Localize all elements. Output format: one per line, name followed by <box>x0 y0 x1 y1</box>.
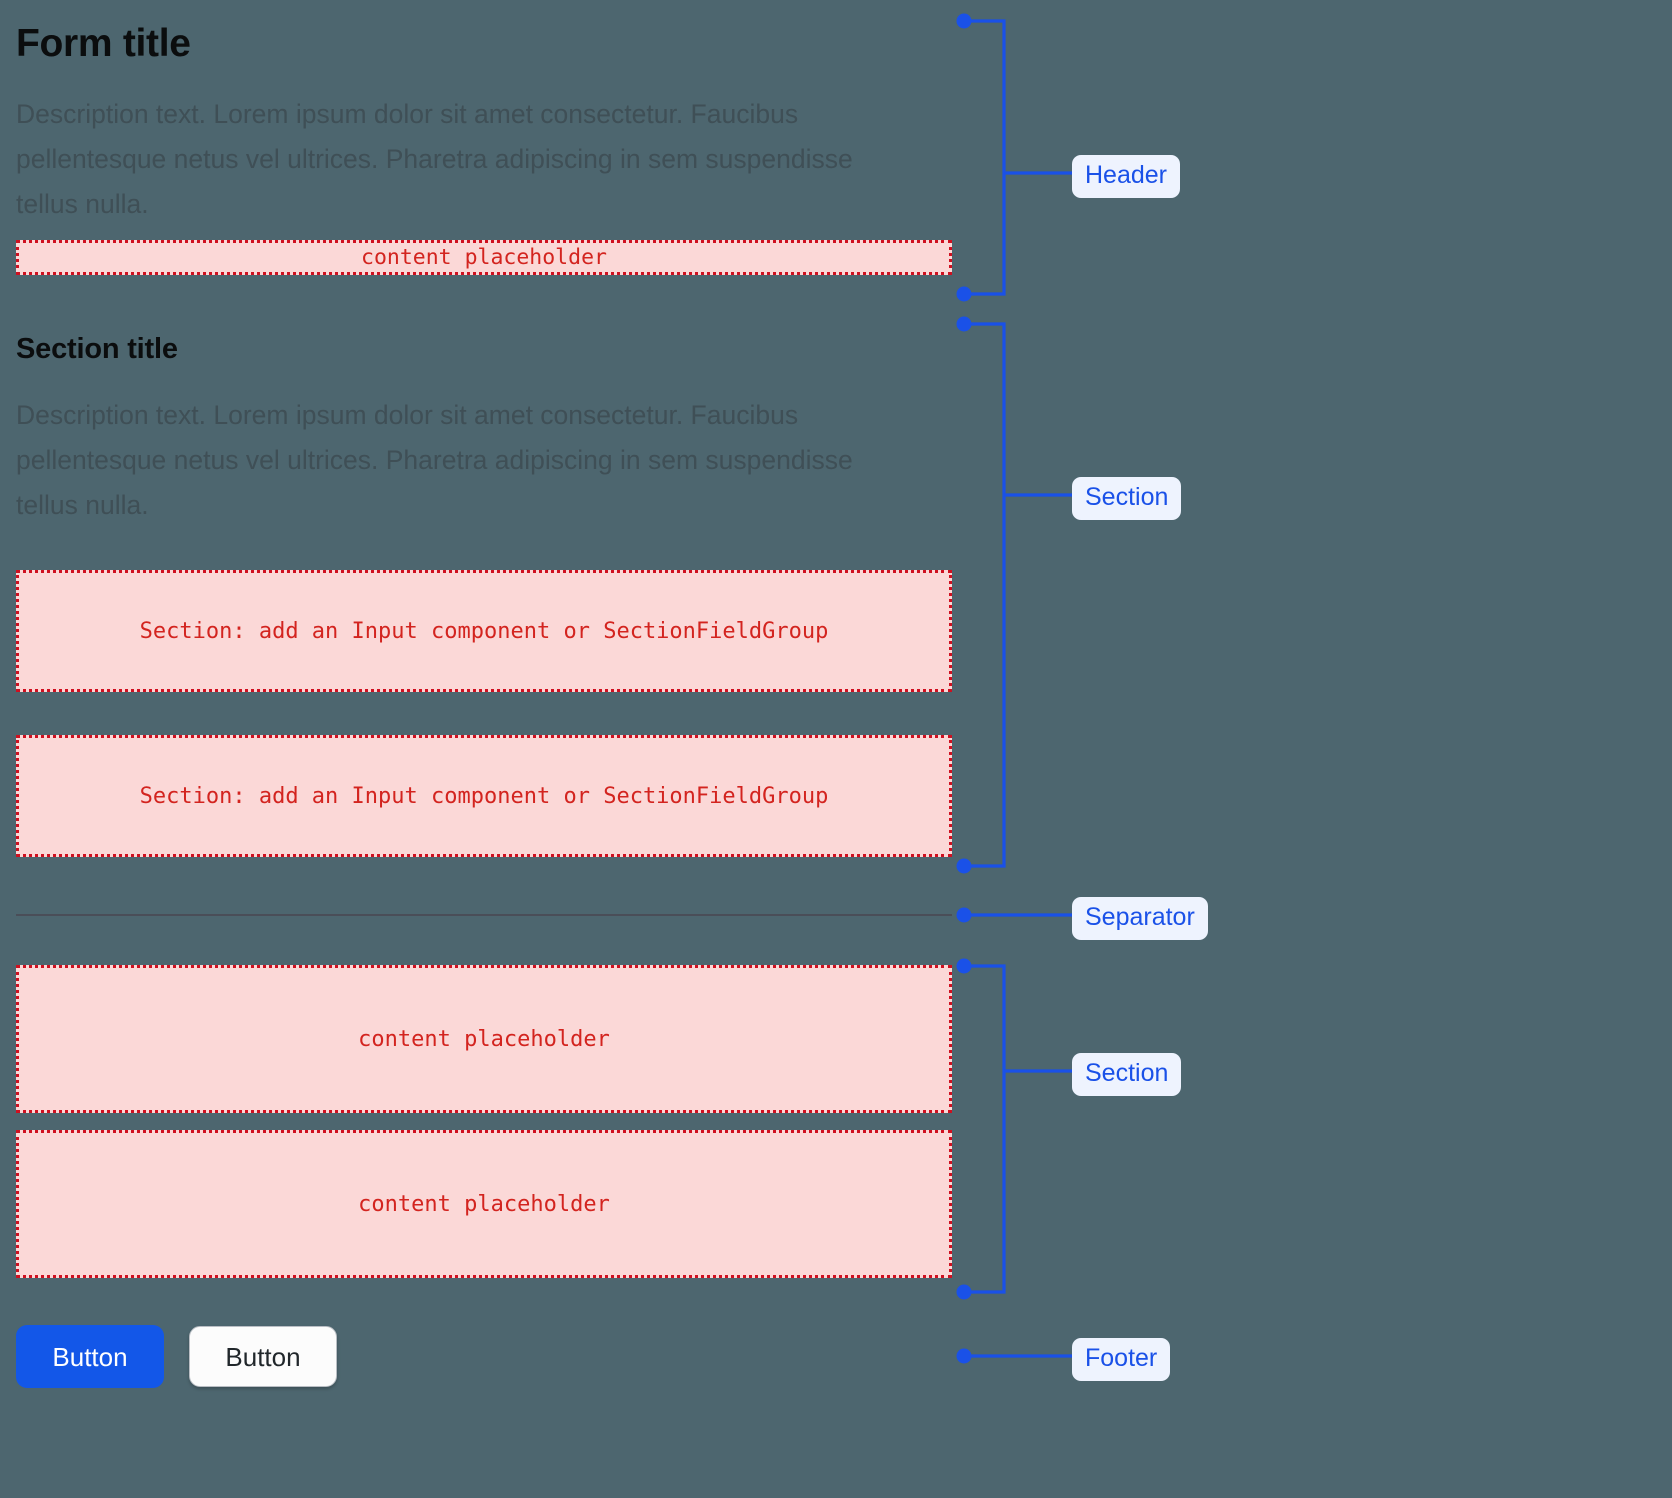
header-description: Description text. Lorem ipsum dolor sit … <box>16 99 853 219</box>
header-content-placeholder: content placeholder <box>16 240 952 275</box>
section-title: Section title <box>16 333 178 365</box>
section-bracket-dot-top <box>956 316 972 332</box>
annotation-badge-section-two[interactable]: Section <box>1072 1053 1182 1096</box>
section-two-content-placeholder-b: content placeholder <box>16 1130 952 1278</box>
footer-actions: Button Button <box>16 1325 337 1388</box>
section-two-content-placeholder-a: content placeholder <box>16 965 952 1113</box>
annotation-badge-section[interactable]: Section <box>1072 477 1182 520</box>
separator-dot <box>956 907 972 923</box>
section-bracket-dot-bottom <box>956 858 972 874</box>
annotation-badge-footer[interactable]: Footer <box>1072 1338 1171 1381</box>
section-field-placeholder-a: Section: add an Input component or Secti… <box>16 570 952 692</box>
annotation-badge-header[interactable]: Header <box>1072 155 1180 198</box>
page-title: Form title <box>16 22 191 65</box>
section-description: Description text. Lorem ipsum dolor sit … <box>16 400 853 520</box>
section-two-bracket-dot-top <box>956 958 972 974</box>
footer-dot <box>956 1348 972 1364</box>
section-bracket <box>964 322 1006 868</box>
section-field-placeholder-b: Section: add an Input component or Secti… <box>16 735 952 857</box>
section-two-bracket-dot-bottom <box>956 1284 972 1300</box>
header-bracket <box>964 19 1006 296</box>
section-two-bracket <box>964 964 1006 1294</box>
header-bracket-dot-bottom <box>956 286 972 302</box>
secondary-button[interactable]: Button <box>189 1326 337 1387</box>
primary-button[interactable]: Button <box>16 1325 164 1388</box>
separator-rule <box>16 914 952 916</box>
form-content-column: Form title Description text. Lorem ipsum… <box>16 0 956 1498</box>
header-bracket-dot-top <box>956 13 972 29</box>
annotation-badge-separator[interactable]: Separator <box>1072 897 1208 940</box>
connector-dots <box>956 13 972 1364</box>
